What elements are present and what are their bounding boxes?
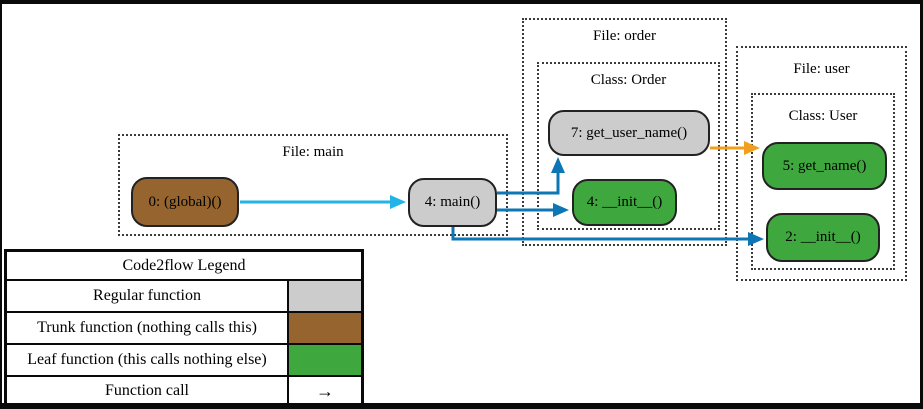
legend-row-leaf: Leaf function (this calls nothing else)	[7, 345, 361, 377]
cluster-file-user: File: user	[736, 46, 907, 281]
legend-arrow-icon: →	[287, 377, 361, 403]
edge-main-to-order-init-arrowhead	[553, 203, 569, 217]
cluster-class-user-title: Class: User	[788, 108, 858, 124]
edge-global-to-main-arrowhead	[390, 195, 406, 209]
node-user-init-label: 2: __init__()	[785, 229, 861, 245]
node-order-init: 4: __init__()	[572, 179, 677, 226]
legend-swatch-trunk	[287, 313, 361, 343]
cluster-file-main: File: main	[118, 134, 508, 236]
node-get-name-label: 5: get_name()	[782, 157, 867, 174]
edge-main-to-get-user-name-line	[497, 172, 560, 195]
edge-get-user-name-to-get-name-arrowhead	[744, 141, 760, 155]
legend-swatch-regular	[287, 281, 361, 311]
node-main: 4: main()	[408, 178, 497, 227]
node-global-label: 0: (global)()	[148, 193, 222, 210]
cluster-file-order-title: File: order	[593, 28, 656, 44]
node-global: 0: (global)()	[131, 177, 239, 227]
cluster-file-user-title: File: user	[793, 61, 850, 77]
cluster-file-order: File: order	[522, 18, 727, 246]
cluster-class-order-title: Class: Order	[590, 72, 667, 88]
legend-row-regular: Regular function	[7, 281, 361, 313]
edge-main-to-get-user-name-arrowhead	[551, 157, 565, 173]
legend-row-trunk: Trunk function (nothing calls this)	[7, 313, 361, 345]
node-get-name: 5: get_name()	[762, 142, 887, 190]
legend-label-regular: Regular function	[93, 287, 201, 304]
node-get-user-name-label: 7: get_user_name()	[570, 124, 688, 141]
legend-row-function-call: Function call →	[7, 377, 361, 403]
cluster-file-main-title: File: main	[282, 144, 344, 160]
legend-title: Code2flow Legend	[7, 252, 361, 281]
legend-label-function-call: Function call	[105, 382, 189, 399]
node-order-init-label: 4: __init__()	[586, 194, 663, 210]
cluster-class-order: Class: Order	[537, 62, 720, 230]
node-main-label: 4: main()	[424, 194, 481, 210]
node-user-init: 2: __init__()	[766, 213, 880, 262]
cluster-class-user: Class: User	[751, 93, 895, 270]
edge-main-to-user-init-line	[451, 227, 748, 241]
legend-label-leaf: Leaf function (this calls nothing else)	[27, 351, 267, 368]
edge-main-to-user-init-arrowhead	[748, 232, 764, 246]
legend-table: Code2flow Legend Regular function Trunk …	[4, 249, 364, 403]
node-get-user-name: 7: get_user_name()	[548, 110, 710, 156]
legend-swatch-leaf	[287, 345, 361, 375]
legend-label-trunk: Trunk function (nothing calls this)	[37, 319, 257, 336]
